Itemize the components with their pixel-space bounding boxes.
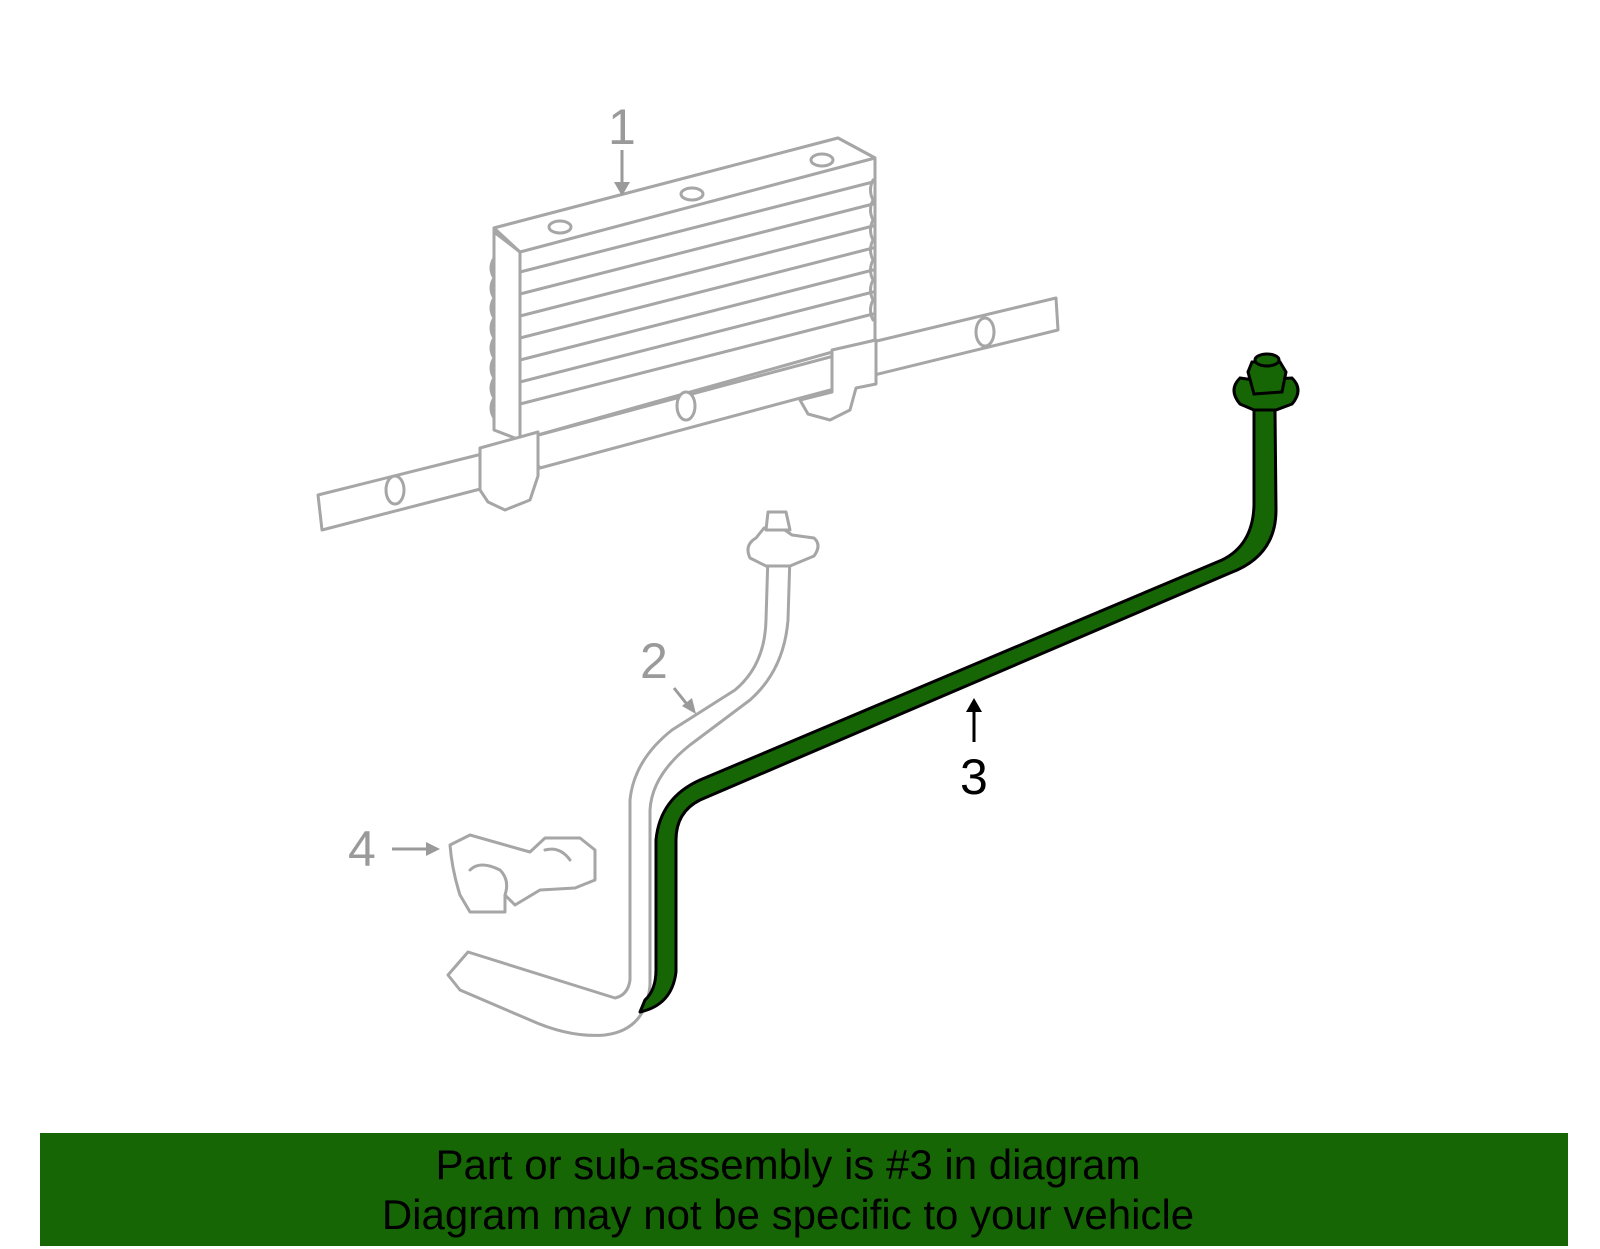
- oil-cooler-part-1: [316, 136, 1060, 532]
- callout-3: 3: [960, 749, 988, 805]
- callout-1: 1: [608, 99, 636, 155]
- cooler-line-part-3-highlighted: [638, 352, 1300, 1014]
- callout-2-arrowhead: [682, 698, 696, 714]
- callout-3-arrowhead: [966, 698, 982, 712]
- callout-4-arrowhead: [426, 842, 440, 856]
- banner-line-1: Part or sub-assembly is #3 in diagram: [435, 1140, 1141, 1188]
- callout-2: 2: [640, 633, 668, 689]
- cooler-line-part-2: [446, 510, 820, 1037]
- banner-line-2: Diagram may not be specific to your vehi…: [381, 1190, 1195, 1238]
- clip-part-4: [448, 833, 597, 914]
- callout-1-arrowhead: [614, 182, 630, 196]
- info-banner: Part or sub-assembly is #3 in diagram Di…: [40, 1133, 1568, 1246]
- callout-4: 4: [348, 821, 376, 877]
